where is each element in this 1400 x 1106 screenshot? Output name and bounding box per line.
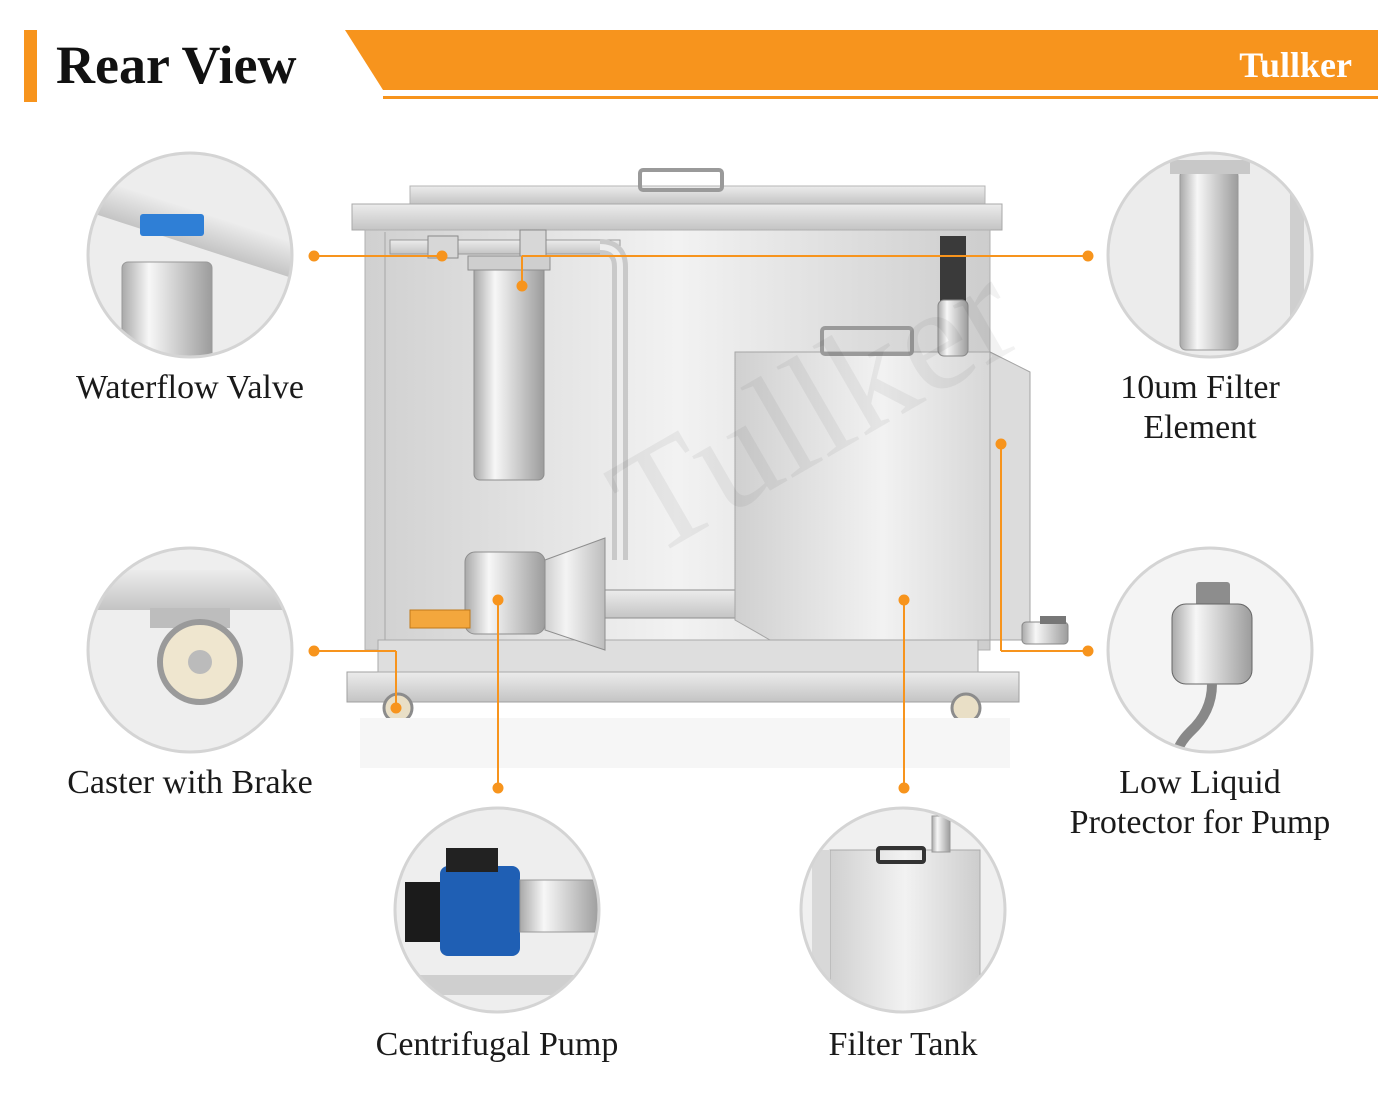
filter-tank-label: Filter Tank — [828, 1026, 978, 1063]
header-underline — [383, 96, 1378, 99]
filter-element-detail-image — [1106, 151, 1314, 359]
title-accent-bar — [24, 30, 37, 102]
ultrasonic-cleaner-machine — [346, 168, 1069, 768]
waterflow-valve-detail-image — [86, 151, 294, 359]
centrifugal-pump-label: Centrifugal Pump — [375, 1026, 619, 1063]
filter-element-label-line2: Element — [1143, 409, 1257, 446]
waterflow-valve-label: Waterflow Valve — [76, 369, 304, 406]
centrifugal-pump-detail-image — [393, 806, 601, 1014]
header-banner — [345, 30, 1378, 90]
brand-name: Tullker — [1239, 45, 1352, 85]
low-liquid-protector-detail-image — [1106, 546, 1314, 754]
caster-label: Caster with Brake — [67, 764, 313, 801]
page-title: Rear View — [56, 35, 297, 95]
low-liquid-label-line2: Protector for Pump — [1069, 804, 1331, 841]
filter-element-label-line1: 10um Filter — [1120, 369, 1280, 406]
filter-tank-detail-image — [799, 806, 1007, 1014]
low-liquid-label-line1: Low Liquid — [1119, 764, 1281, 801]
caster-detail-image — [86, 546, 294, 754]
leader-lines — [308, 250, 1094, 794]
